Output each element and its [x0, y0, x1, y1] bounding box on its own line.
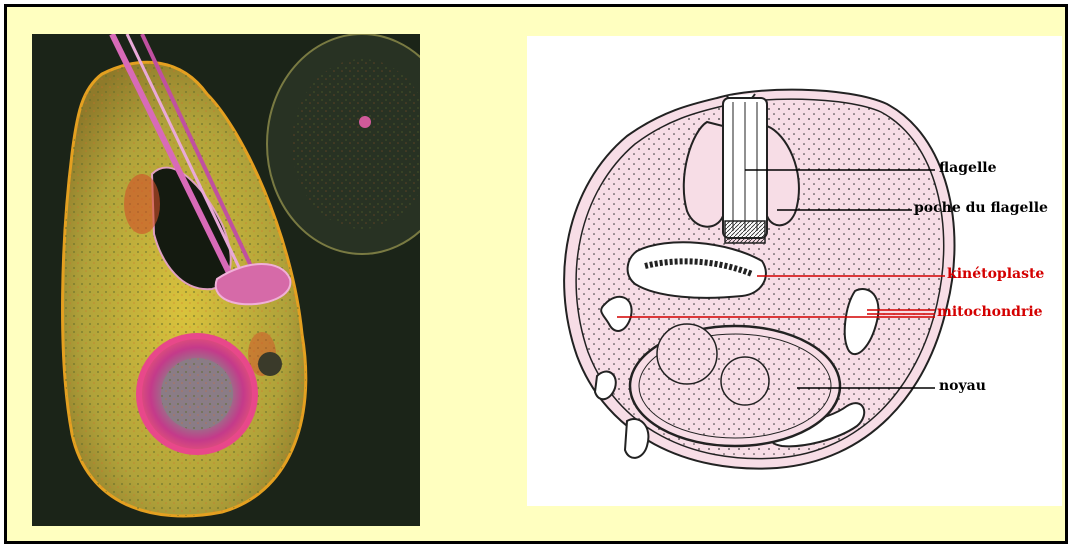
- label-mitochondrie: mitochondrie: [937, 304, 1043, 320]
- label-kinetoplaste: kinétoplaste: [947, 266, 1044, 282]
- cell-diagram: flagelle poche du flagelle kinétoplaste …: [527, 36, 1062, 506]
- micrograph-art: [32, 34, 420, 526]
- micrograph-image: [32, 34, 420, 526]
- label-noyau: noyau: [939, 378, 986, 394]
- label-poche-du-flagelle: poche du flagelle: [914, 200, 1048, 216]
- label-flagelle: flagelle: [939, 160, 997, 176]
